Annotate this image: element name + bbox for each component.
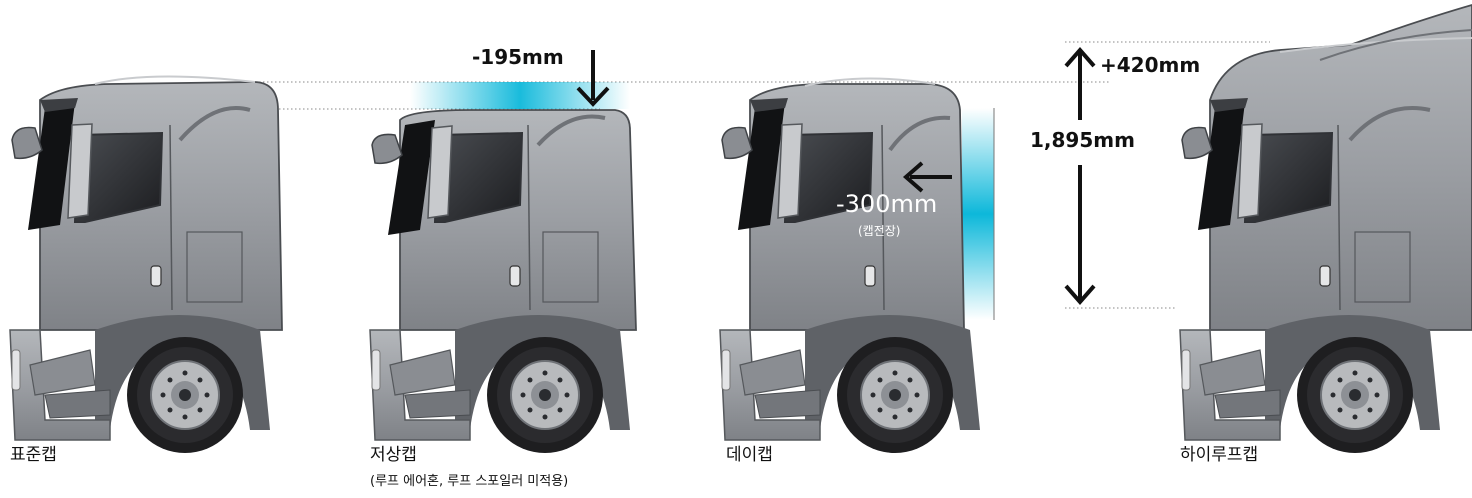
day-cab-length-highlight [962,108,994,320]
high-roof-up-arrow [1064,46,1096,120]
cab-name-low-roof: 저상캡 [370,445,417,465]
low-roof-highlight [410,82,630,109]
cab-name-high-roof: 하이루프캡 [1180,445,1259,465]
day-cab-left-arrow [902,161,952,193]
cab-name-standard: 표준캡 [10,445,57,465]
cab-note-low-roof: (루프 에어혼, 루프 스포일러 미적용) [370,474,569,489]
high-roof-cab-illustration [1179,4,1472,454]
high-roof-down-arrow [1064,165,1096,306]
standard-cab-illustration [9,75,283,454]
day-cab-length-label: -300mm [836,190,938,218]
high-roof-total-label: 1,895mm [1030,128,1135,152]
day-cab-length-note: (캡전장) [858,224,901,238]
low-roof-cab-illustration [369,109,637,454]
low-roof-down-arrow [576,50,610,107]
high-roof-extra-label: +420mm [1100,53,1201,77]
day-cab-illustration [719,77,981,454]
low-roof-height-label: -195mm [472,45,564,69]
cab-name-day-cab: 데이캡 [726,445,773,465]
